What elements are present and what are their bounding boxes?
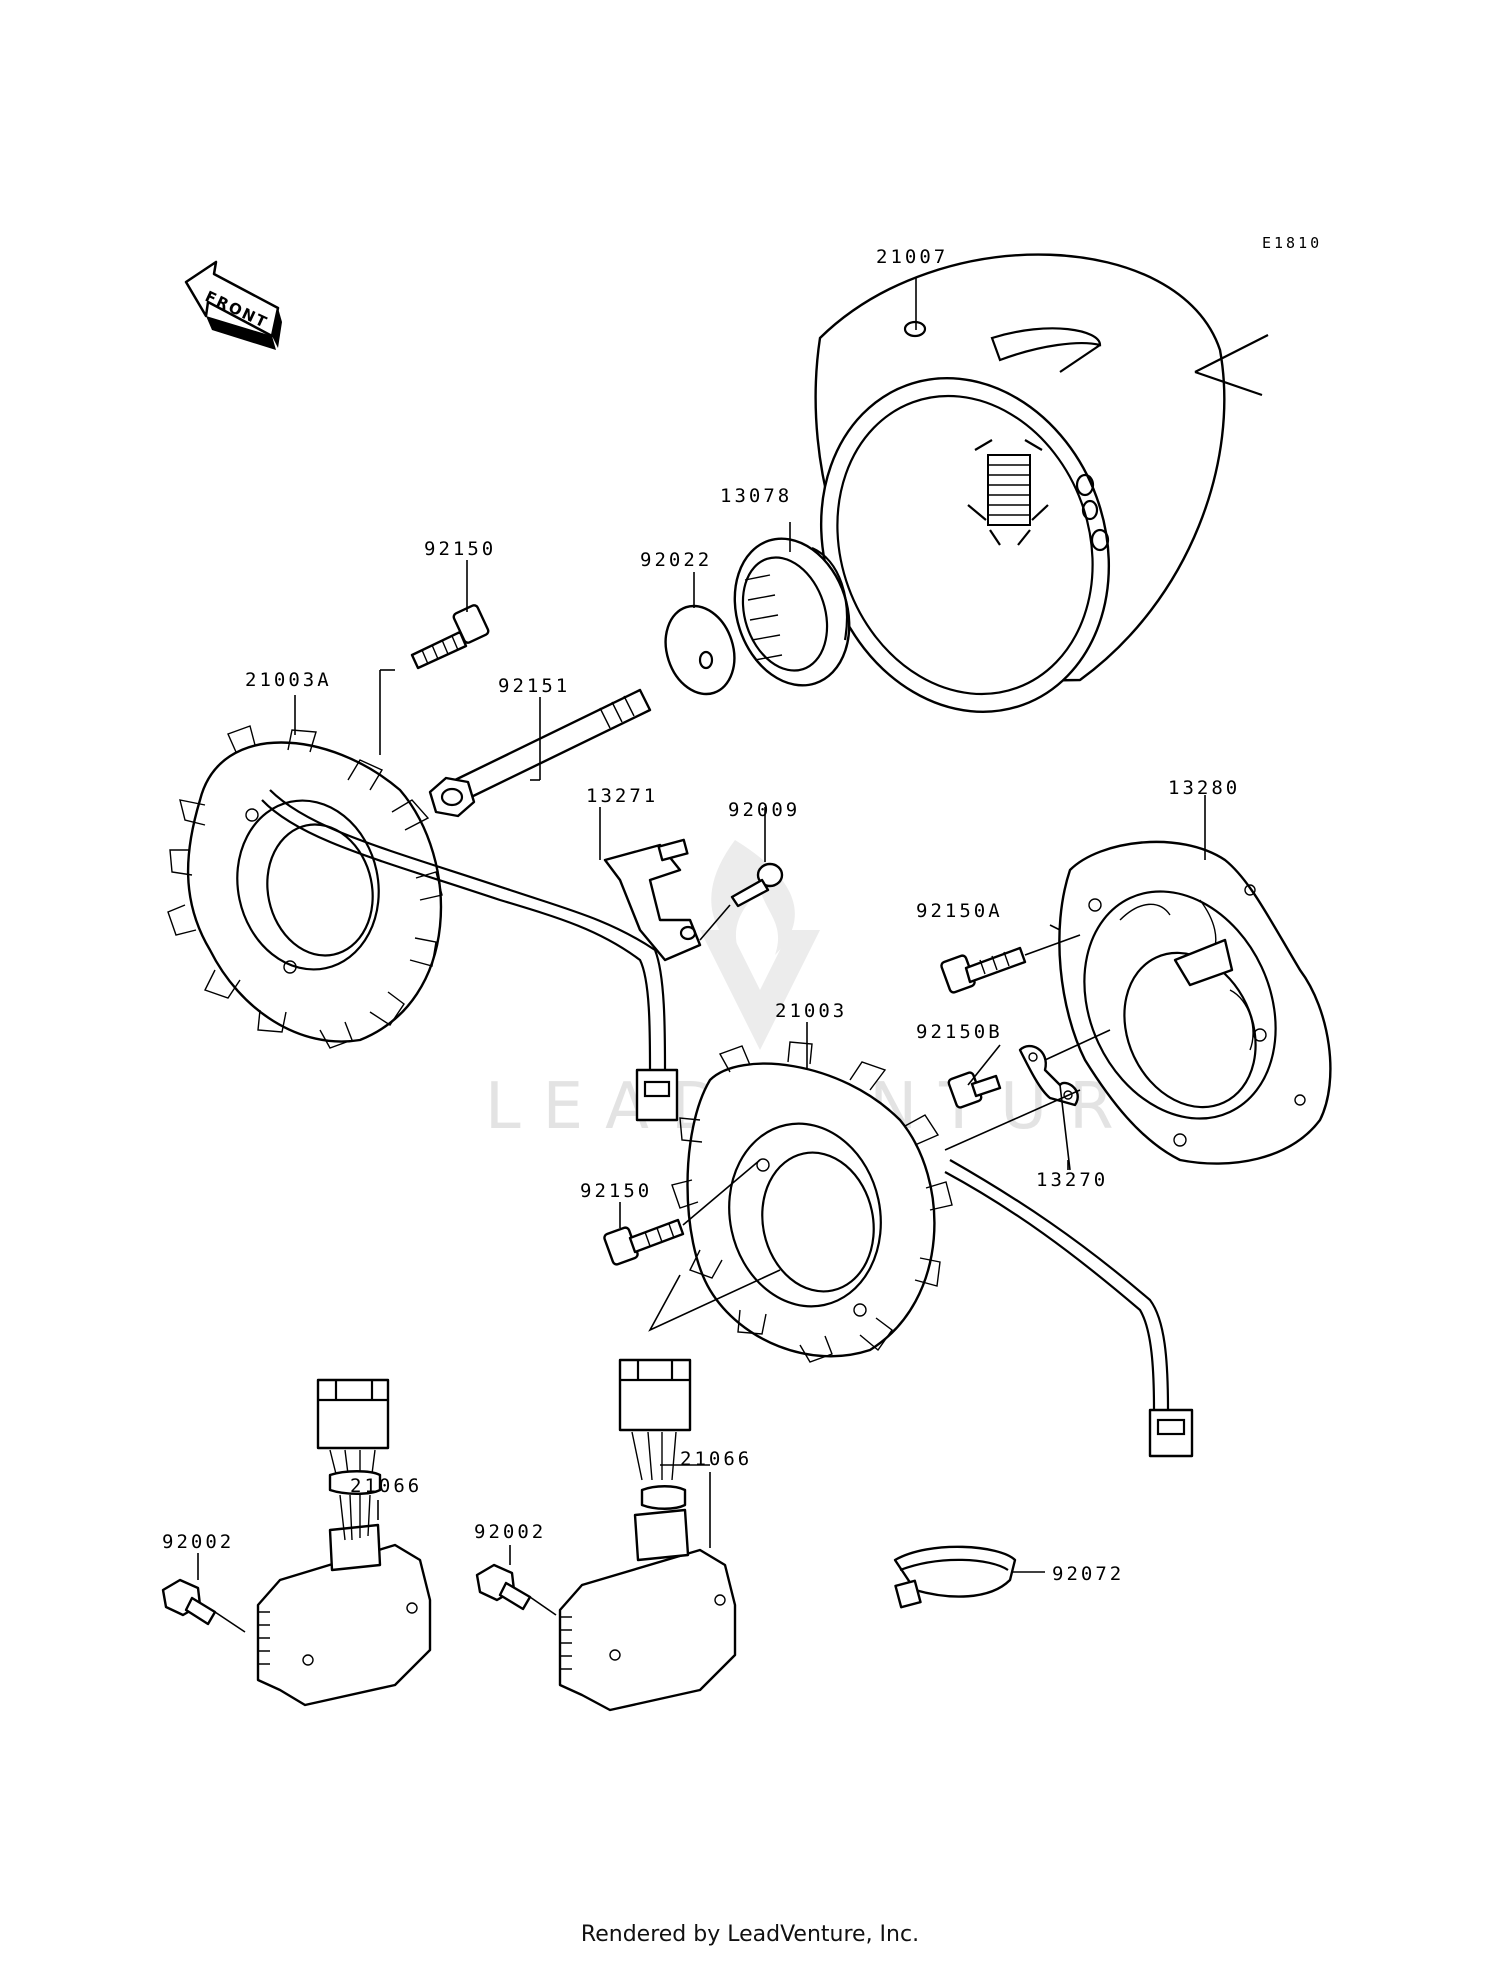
label-21066-left: 21066 bbox=[350, 1475, 422, 1497]
cover-13280 bbox=[1058, 840, 1332, 1165]
stator-21003 bbox=[648, 1041, 1194, 1458]
label-92002-right: 92002 bbox=[474, 1521, 546, 1543]
front-arrow-icon: FRONT bbox=[184, 260, 282, 350]
label-21007: 21007 bbox=[876, 246, 948, 268]
diagram-code: E1810 bbox=[1262, 234, 1322, 252]
label-13280: 13280 bbox=[1168, 777, 1240, 799]
label-13078: 13078 bbox=[720, 485, 792, 507]
label-21003: 21003 bbox=[775, 1000, 847, 1022]
footer-credit: Rendered by LeadVenture, Inc. bbox=[580, 1922, 920, 1947]
leader-lines bbox=[197, 278, 1206, 1580]
rotor-hub bbox=[967, 439, 1049, 546]
washer-92022 bbox=[664, 604, 736, 696]
regulator-21066-left bbox=[256, 1378, 432, 1707]
bolt-92150-mid bbox=[603, 1159, 761, 1266]
label-21066-right: 21066 bbox=[680, 1448, 752, 1470]
bolt-92151 bbox=[428, 688, 652, 818]
bolt-92150A bbox=[940, 934, 1081, 994]
label-13271: 13271 bbox=[586, 785, 658, 807]
label-92009: 92009 bbox=[728, 799, 800, 821]
bolt-92002-right bbox=[475, 1563, 557, 1616]
regulator-21066-right bbox=[558, 1358, 737, 1712]
screw-92009 bbox=[699, 862, 784, 941]
label-92150B: 92150B bbox=[916, 1021, 1003, 1043]
label-13270: 13270 bbox=[1036, 1169, 1108, 1191]
bolt-92150-top bbox=[410, 604, 490, 670]
label-92150A: 92150A bbox=[916, 900, 1003, 922]
part-labels: 21007 13078 92022 92150 21003A 92151 132… bbox=[162, 246, 1240, 1585]
label-92150-top: 92150 bbox=[424, 538, 496, 560]
label-21003A: 21003A bbox=[245, 669, 332, 691]
starter-clutch bbox=[733, 537, 851, 687]
label-92151: 92151 bbox=[498, 675, 570, 697]
label-92072: 92072 bbox=[1052, 1563, 1124, 1585]
rotor-flywheel bbox=[814, 253, 1269, 713]
bolt-92150B bbox=[947, 1071, 1002, 1109]
bolt-92002-left bbox=[161, 1578, 246, 1633]
plate-13270 bbox=[1018, 1029, 1111, 1171]
label-92150-mid: 92150 bbox=[580, 1180, 652, 1202]
stator-21003A bbox=[167, 725, 679, 1122]
guide-13271 bbox=[603, 838, 702, 962]
label-92022: 92022 bbox=[640, 549, 712, 571]
label-92002-left: 92002 bbox=[162, 1531, 234, 1553]
clamp-92072 bbox=[893, 1545, 1017, 1609]
